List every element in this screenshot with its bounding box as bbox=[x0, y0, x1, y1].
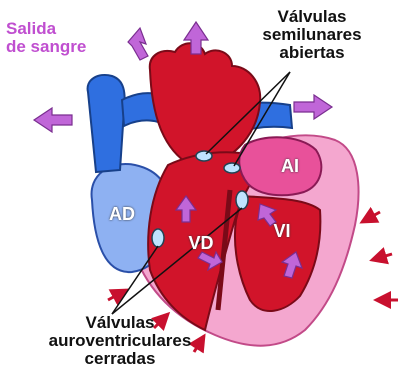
semilunar-valve-pulmonary bbox=[196, 151, 212, 161]
flow-arrow-up-left bbox=[128, 28, 148, 60]
semilunar-valve-aortic bbox=[224, 163, 240, 173]
label-semilunar-valves: Válvulas semilunares abiertas bbox=[232, 8, 392, 62]
label-right-ventricle: VD bbox=[176, 234, 226, 253]
pressure-arrow-1 bbox=[362, 212, 380, 222]
label-right-atrium: AD bbox=[97, 205, 147, 224]
label-left-ventricle: VI bbox=[262, 222, 302, 241]
superior-vena-cava bbox=[88, 75, 125, 172]
label-av-valves: Válvulas auroventriculares cerradas bbox=[40, 314, 200, 368]
av-valve-mitral bbox=[236, 191, 248, 209]
flow-arrow-left bbox=[34, 108, 72, 132]
av-valve-tricuspid bbox=[152, 229, 164, 247]
pressure-arrow-2 bbox=[372, 254, 392, 260]
label-left-atrium: AI bbox=[270, 157, 310, 176]
flow-arrow-right bbox=[294, 95, 332, 119]
label-blood-out: Salida de sangre bbox=[6, 20, 116, 56]
